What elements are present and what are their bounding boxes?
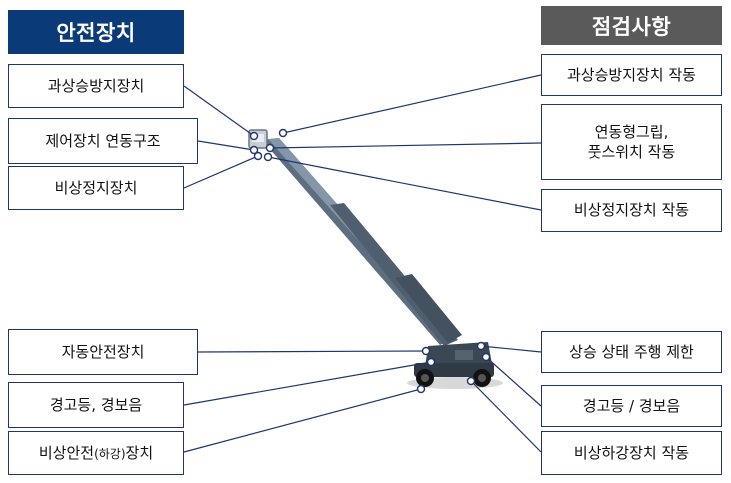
right-item-drive-limit: 상승 상태 주행 제한 <box>541 331 722 373</box>
left-item-label: 과상승방지장치 <box>47 76 145 95</box>
left-title: 안전장치 <box>8 10 184 54</box>
right-item-emergency-lowering-check: 비상하강장치 작동 <box>541 431 722 475</box>
callout-markers <box>249 128 491 394</box>
right-item-label: 비상정지장치 작동 <box>573 201 690 220</box>
connector-lines <box>183 74 542 453</box>
right-item-grip-footswitch-check: 연동형그립, 풋스위치 작동 <box>541 104 722 180</box>
right-item-overlift-check: 과상승방지장치 작동 <box>541 54 722 96</box>
left-item-label: 비상안전(하강)장치 <box>38 443 154 462</box>
left-item-label: 경고등, 경보음 <box>49 395 143 414</box>
right-item-label-line1: 연동형그립, <box>594 122 669 141</box>
left-item-label: 제어장치 연동구조 <box>45 131 161 150</box>
right-item-emergency-stop-check: 비상정지장치 작동 <box>541 189 722 232</box>
left-item-emergency-lowering: 비상안전(하강)장치 <box>8 431 184 475</box>
left-item-label: 비상정지장치 <box>54 178 138 197</box>
left-item-label: 자동안전장치 <box>61 342 145 361</box>
right-item-label-line2: 풋스위치 작동 <box>587 143 676 161</box>
right-item-label: 비상하강장치 작동 <box>573 443 690 462</box>
right-item-label: 경고등 / 경보음 <box>582 396 681 415</box>
left-item-auto-safety: 자동안전장치 <box>8 329 198 375</box>
right-item-warning-check: 경고등 / 경보음 <box>541 385 722 427</box>
left-item-emergency-stop: 비상정지장치 <box>8 166 184 210</box>
right-item-label: 상승 상태 주행 제한 <box>569 342 694 361</box>
right-title: 점검사항 <box>541 6 722 45</box>
left-item-overlift: 과상승방지장치 <box>8 64 184 108</box>
left-item-control-interlock: 제어장치 연동구조 <box>8 118 198 164</box>
boom-lift-illustration <box>248 129 494 387</box>
right-item-label: 과상승방지장치 작동 <box>567 65 696 84</box>
left-item-warning: 경고등, 경보음 <box>8 382 184 428</box>
